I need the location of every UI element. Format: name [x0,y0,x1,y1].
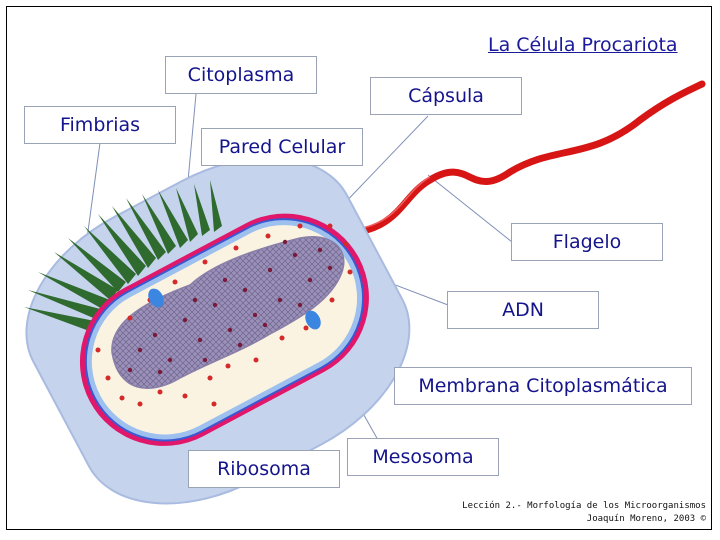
fimbriae [24,180,222,332]
credit-line-2: Joaquín Moreno, 2003 © [586,514,706,524]
diagram-frame [6,6,712,530]
label-mesosoma: Mesosoma [347,438,499,476]
credit-line-1: Lección 2.- Morfología de los Microorgan… [462,501,706,511]
dna-dots [127,239,333,375]
label-membrana-citoplasmatica: Membrana Citoplasmática [394,367,692,405]
label-capsula: Cápsula [370,77,522,115]
mesosome-upper [148,288,164,308]
leader-capsula [337,115,429,211]
ribosomes [95,223,353,407]
label-fimbrias: Fimbrias [24,106,176,144]
leader-flagelo [427,174,513,243]
label-flagelo: Flagelo [511,223,663,261]
flagellum [346,80,706,237]
label-adn: ADN [447,291,599,329]
label-citoplasma: Citoplasma [165,56,317,94]
diagram-title: La Célula Procariota [488,34,678,56]
nucleoid-dna [111,236,345,389]
credit-footer: Lección 2.- Morfología de los Microorgan… [462,500,706,526]
mesosome [305,310,321,330]
label-ribosoma: Ribosoma [188,450,340,488]
label-pared-celular: Pared Celular [201,128,363,166]
